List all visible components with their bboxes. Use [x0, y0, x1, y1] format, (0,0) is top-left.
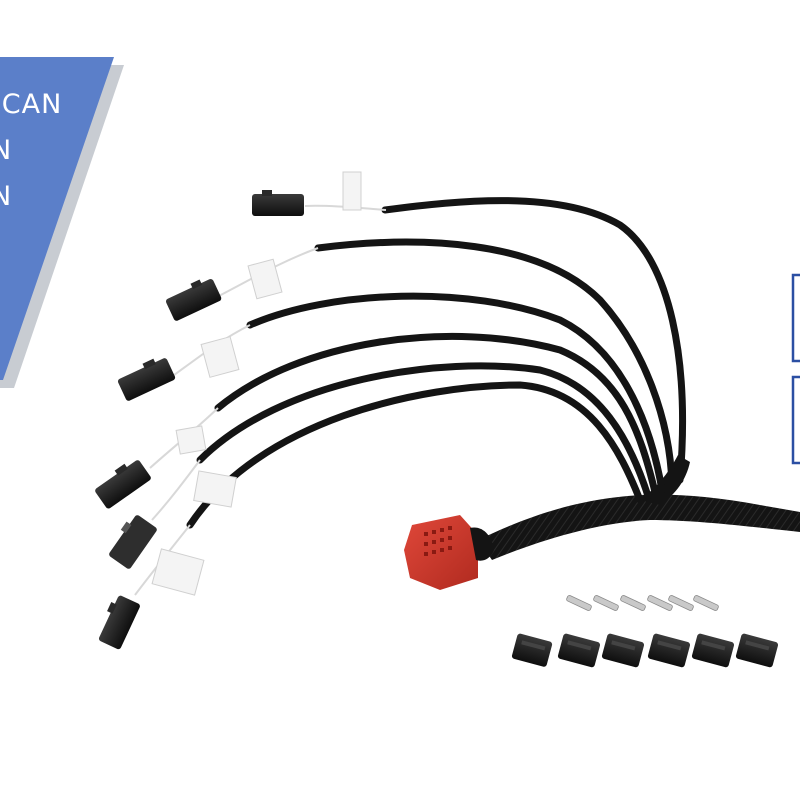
- branch-5: [196, 362, 652, 500]
- wire-label-1: [342, 171, 362, 211]
- side-box-2: [791, 375, 800, 465]
- wire-label-3: [200, 336, 240, 378]
- pin-3: [620, 595, 646, 611]
- wire-labels: [151, 171, 362, 596]
- branch-6: [186, 381, 644, 529]
- wire-label-5: [193, 470, 237, 508]
- connector-6: [98, 595, 140, 650]
- banner-line-1: -CAN: [0, 89, 63, 120]
- side-info-boxes: [791, 273, 800, 465]
- wire-label-2: [247, 258, 283, 300]
- loose-connector-6: [735, 633, 779, 668]
- pin-4: [647, 595, 673, 611]
- thin-wire-5: [151, 459, 201, 521]
- main-plug: [404, 515, 494, 590]
- loose-connector-4: [647, 633, 691, 668]
- loose-connector-3: [601, 633, 645, 668]
- banner-shape: [0, 57, 124, 388]
- branch-3: [246, 292, 666, 494]
- banner-line-3: N: [0, 181, 13, 212]
- side-box-1: [791, 273, 800, 363]
- loose-connector-1: [511, 633, 553, 667]
- connector-2: [165, 279, 222, 321]
- connector-4: [95, 460, 151, 509]
- connector-1: [252, 190, 304, 216]
- wire-label-6: [151, 548, 205, 596]
- connector-5: [109, 515, 157, 569]
- loose-pins: [566, 595, 719, 611]
- loose-connectors: [511, 633, 779, 668]
- pin-2: [593, 595, 619, 611]
- pin-5: [668, 595, 694, 611]
- pin-6: [693, 595, 719, 611]
- trunk-sheath: [478, 494, 800, 560]
- branch-1: [381, 197, 686, 484]
- branch-2: [314, 238, 676, 489]
- loose-connector-5: [691, 633, 735, 668]
- pin-1: [566, 595, 592, 611]
- wire-label-4: [175, 425, 207, 455]
- banner-text: -CAN N N: [0, 82, 120, 220]
- info-banner: -CAN N N: [0, 0, 140, 400]
- branch-connectors: [95, 190, 304, 650]
- banner-line-2: N: [0, 135, 13, 166]
- harness-branches: [186, 197, 686, 529]
- connector-3: [117, 358, 176, 401]
- loose-connector-2: [557, 633, 601, 668]
- branch-4: [214, 332, 659, 496]
- banner-panel: [0, 57, 114, 380]
